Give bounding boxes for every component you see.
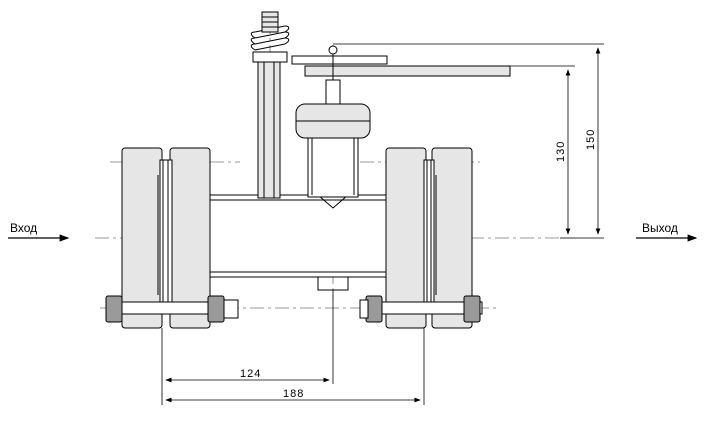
left-flange xyxy=(121,147,211,329)
valve-neck xyxy=(295,79,371,198)
outlet-label: Выход xyxy=(642,221,678,235)
dimension-124-label: 124 xyxy=(240,368,261,380)
dimension-124: 124 xyxy=(161,290,334,405)
dimension-188-label: 188 xyxy=(283,388,304,400)
right-flange xyxy=(385,147,473,329)
dimension-150-label: 150 xyxy=(585,129,597,150)
inlet-label: Вход xyxy=(10,221,37,235)
dimension-130-label: 130 xyxy=(555,141,567,162)
dimension-188: 188 xyxy=(165,328,425,405)
spring xyxy=(250,11,290,63)
dimension-150: 150 xyxy=(333,43,604,239)
lever xyxy=(291,45,511,80)
dimension-130: 130 xyxy=(510,65,575,239)
valve-body xyxy=(207,194,389,291)
spring-column xyxy=(257,59,281,199)
inlet-marker: Вход xyxy=(8,221,70,242)
outlet-marker: Выход xyxy=(636,221,698,242)
bolts xyxy=(105,295,483,323)
